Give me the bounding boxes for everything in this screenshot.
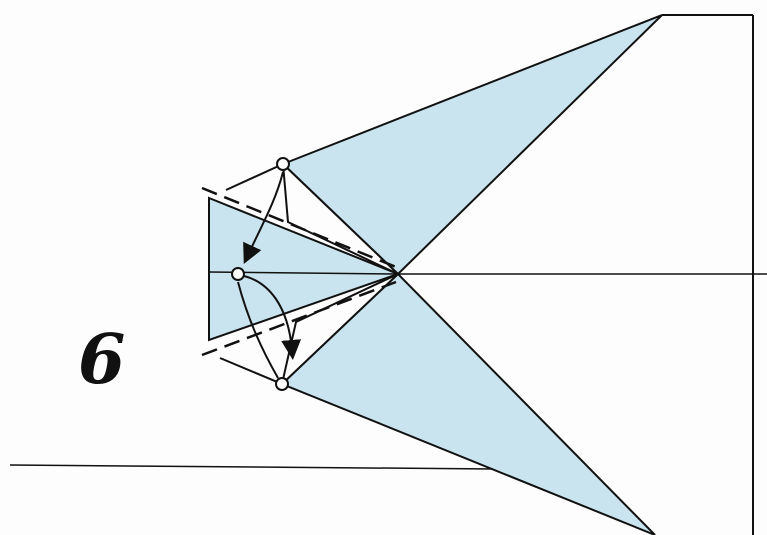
upper-nose-edge	[226, 164, 283, 190]
lower-nose-edge	[220, 358, 282, 384]
center-reference-circle	[232, 268, 244, 280]
baseline-line	[10, 465, 495, 469]
step-number: 6	[78, 326, 125, 394]
top-reference-circle	[277, 158, 289, 170]
bottom-reference-circle	[276, 378, 288, 390]
